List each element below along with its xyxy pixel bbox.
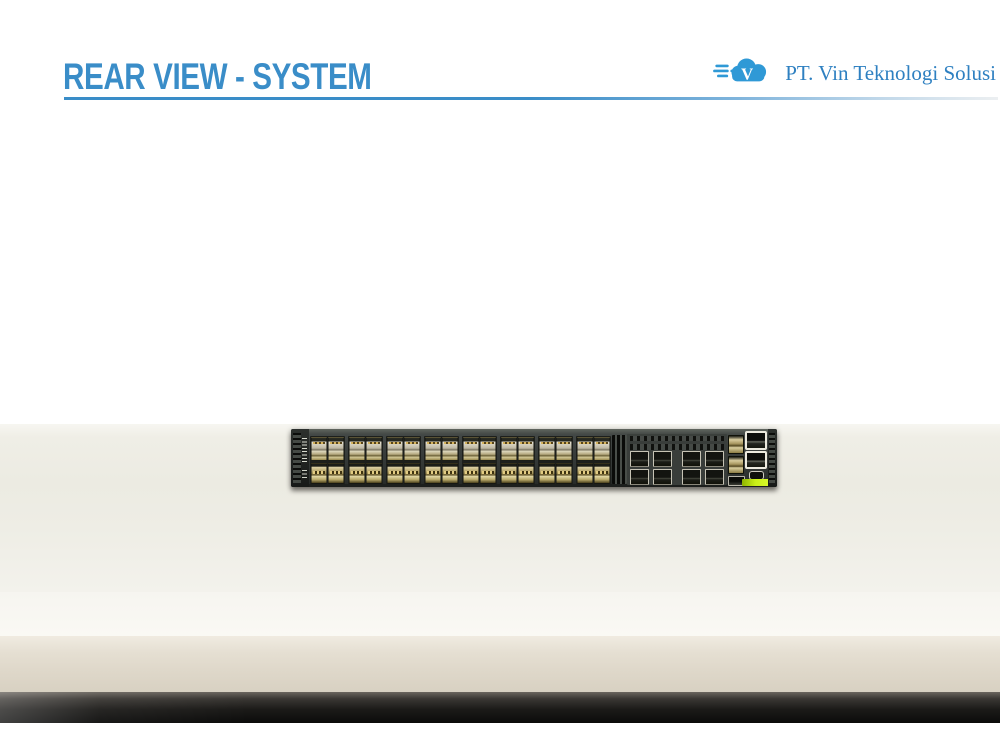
background-band-shadow xyxy=(0,692,1000,723)
mgmt-sfp-stack xyxy=(728,435,744,474)
sfp-port xyxy=(539,437,555,462)
qsfp-port xyxy=(705,451,724,467)
sfp-row xyxy=(311,463,344,484)
qsfp-port xyxy=(705,469,724,485)
sfp-port xyxy=(577,463,593,484)
sfp-port xyxy=(556,437,572,462)
sfp-port xyxy=(349,437,365,462)
vent-slots xyxy=(769,433,775,483)
qsfp-port xyxy=(630,451,649,467)
sfp-block xyxy=(500,436,535,485)
qsfp-port xyxy=(682,469,701,485)
sfp-port xyxy=(442,437,458,462)
sfp-row xyxy=(577,437,610,462)
mgmt-sfp-port xyxy=(728,455,744,474)
qsfp-row xyxy=(627,469,727,485)
sfp-port xyxy=(387,463,403,484)
sfp-block xyxy=(576,436,611,485)
rj45-port xyxy=(745,431,767,450)
sfp-port xyxy=(311,463,327,484)
sfp-zone xyxy=(310,436,611,485)
sfp-port xyxy=(463,437,479,462)
sfp-port xyxy=(442,463,458,484)
sfp-row xyxy=(577,463,610,484)
sfp-port xyxy=(366,437,382,462)
sfp-port xyxy=(577,437,593,462)
sfp-port xyxy=(404,437,420,462)
sfp-port xyxy=(480,463,496,484)
sfp-port xyxy=(425,463,441,484)
qsfp-port xyxy=(653,469,672,485)
status-label xyxy=(742,479,772,486)
background-band-beige xyxy=(0,636,1000,692)
qsfp-port xyxy=(653,451,672,467)
vent-column xyxy=(612,435,627,484)
sfp-row xyxy=(425,463,458,484)
sfp-row xyxy=(463,437,496,462)
background-band-bottom xyxy=(0,723,1000,750)
background-band-top xyxy=(0,0,1000,424)
sfp-row xyxy=(349,437,382,462)
sfp-port xyxy=(463,463,479,484)
sfp-port xyxy=(387,437,403,462)
title-underline xyxy=(64,97,998,100)
sfp-port xyxy=(480,437,496,462)
qsfp-ports xyxy=(627,451,727,485)
sfp-row xyxy=(539,437,572,462)
sfp-row xyxy=(387,437,420,462)
sfp-row xyxy=(501,437,534,462)
cloud-logo-icon: V xyxy=(713,58,767,84)
sfp-row xyxy=(311,437,344,462)
network-switch-rear xyxy=(291,429,777,487)
sfp-block xyxy=(386,436,421,485)
sfp-port xyxy=(349,463,365,484)
sfp-row xyxy=(387,463,420,484)
sfp-port xyxy=(518,437,534,462)
page-title: REAR VIEW - SYSTEM xyxy=(63,56,372,97)
sfp-row xyxy=(463,463,496,484)
sfp-port xyxy=(594,437,610,462)
sfp-block xyxy=(348,436,383,485)
sfp-port xyxy=(311,437,327,462)
sfp-block xyxy=(538,436,573,485)
company-name: PT. Vin Teknologi Solusi xyxy=(785,61,996,85)
qsfp-port xyxy=(682,451,701,467)
sfp-port xyxy=(594,463,610,484)
rack-ear-right xyxy=(768,429,777,487)
sfp-block xyxy=(310,436,345,485)
led-labels xyxy=(302,470,307,478)
sfp-port xyxy=(404,463,420,484)
sfp-block xyxy=(462,436,497,485)
sfp-block xyxy=(424,436,459,485)
sfp-port xyxy=(501,463,517,484)
sfp-row xyxy=(349,463,382,484)
sfp-port xyxy=(328,463,344,484)
rj45-port xyxy=(745,450,767,469)
company-logo: V PT. Vin Teknologi Solusi xyxy=(712,52,996,94)
qsfp-row xyxy=(627,451,727,467)
vent-holes xyxy=(629,436,725,450)
led-labels xyxy=(302,438,307,463)
vent-slots xyxy=(293,433,301,483)
sfp-port xyxy=(366,463,382,484)
sfp-row xyxy=(501,463,534,484)
sfp-port xyxy=(501,437,517,462)
background-band-white xyxy=(0,592,1000,636)
mgmt-sfp-port xyxy=(728,435,744,454)
qsfp-zone xyxy=(627,434,727,485)
sfp-port xyxy=(539,463,555,484)
rack-ear-left xyxy=(291,429,309,487)
sfp-port xyxy=(556,463,572,484)
sfp-row xyxy=(425,437,458,462)
qsfp-port xyxy=(630,469,649,485)
rj45-stack xyxy=(745,431,767,469)
sfp-port xyxy=(425,437,441,462)
sfp-port xyxy=(518,463,534,484)
logo-monogram: V xyxy=(741,65,753,84)
sfp-row xyxy=(539,463,572,484)
sfp-port xyxy=(328,437,344,462)
